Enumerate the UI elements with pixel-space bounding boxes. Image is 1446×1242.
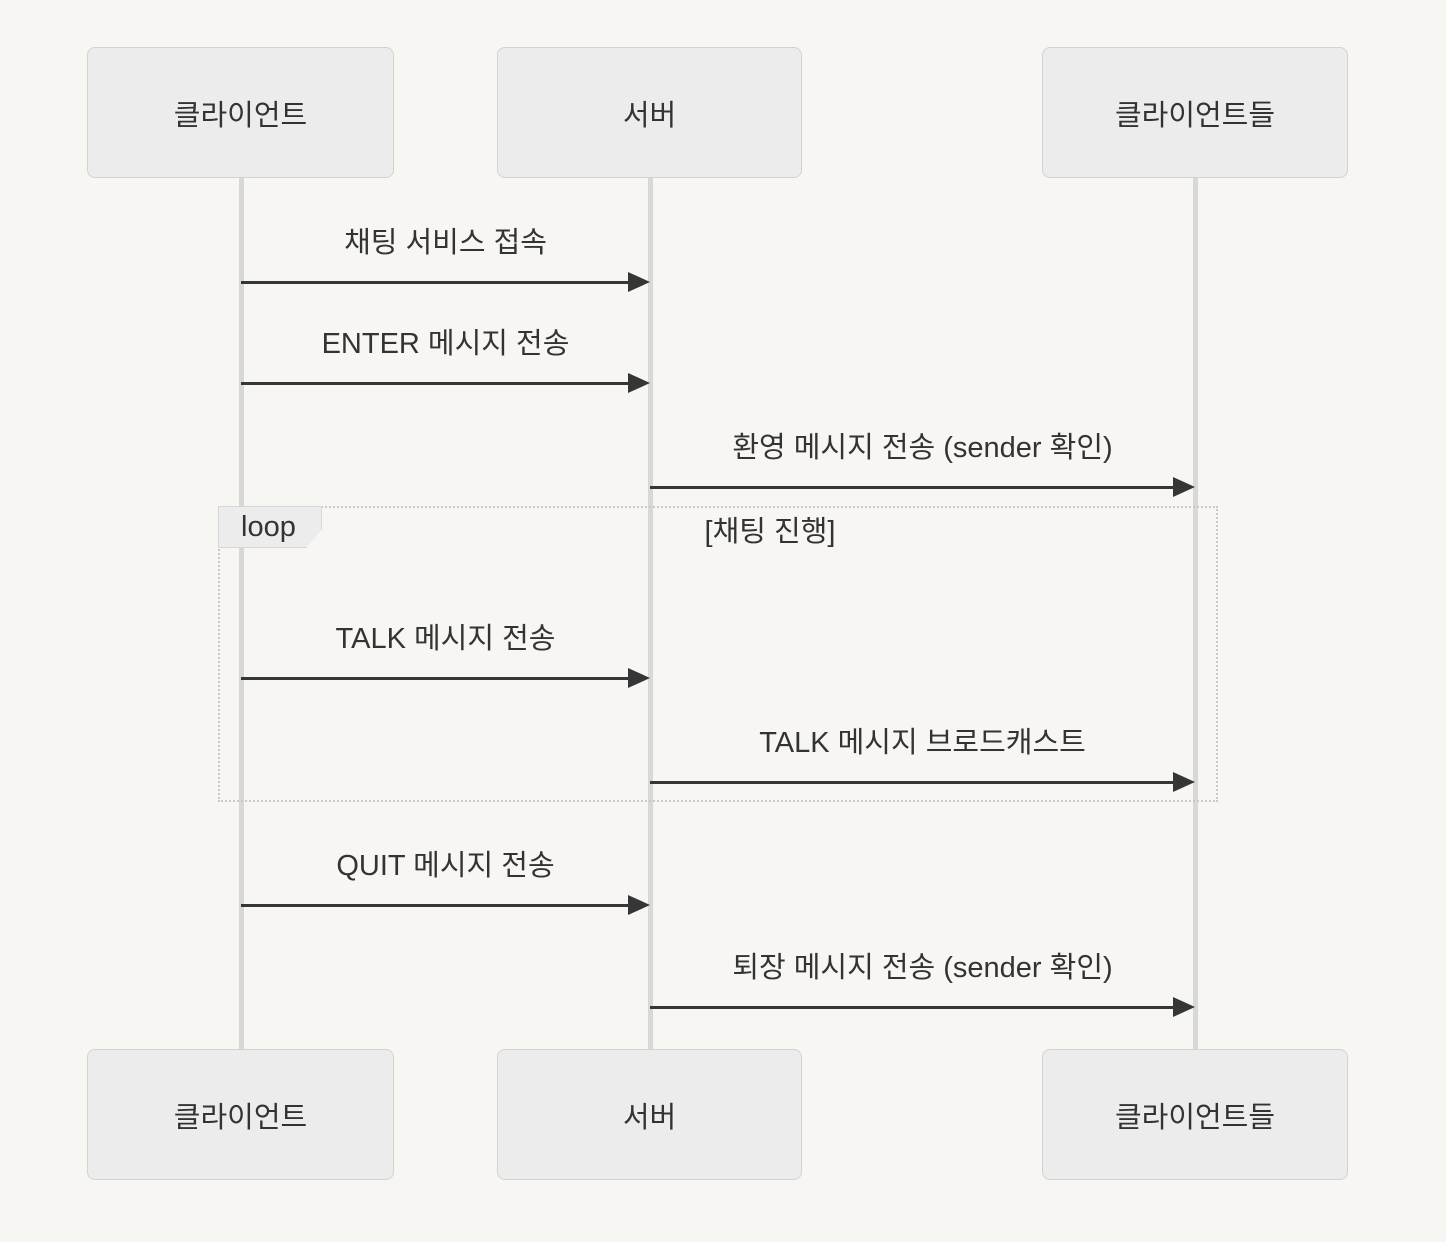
message-enter: ENTER 메시지 전송 (241, 324, 650, 393)
message-label: 환영 메시지 전송 (sender 확인) (732, 432, 1113, 464)
arrowhead-icon (628, 373, 650, 393)
arrow-right-icon (650, 477, 1195, 497)
message-label: QUIT 메시지 전송 (336, 850, 555, 882)
message-talk: TALK 메시지 전송 (241, 619, 650, 688)
lifeline-server (648, 178, 653, 1049)
actor-label: 클라이언트들 (1114, 99, 1276, 132)
loop-frame (218, 506, 1218, 802)
actor-bottom-client: 클라이언트 (87, 1049, 394, 1180)
arrowhead-icon (1173, 772, 1195, 792)
arrow-right-icon (650, 772, 1195, 792)
message-leave: 퇴장 메시지 전송 (sender 확인) (650, 948, 1195, 1017)
arrowhead-icon (628, 895, 650, 915)
actor-label: 클라이언트 (173, 1101, 308, 1134)
message-talk-broadcast: TALK 메시지 브로드캐스트 (650, 723, 1195, 792)
actor-label: 서버 (622, 99, 677, 132)
actor-top-client: 클라이언트 (87, 47, 394, 178)
actor-label: 클라이언트 (173, 99, 308, 132)
arrowhead-icon (628, 272, 650, 292)
arrow-right-icon (241, 895, 650, 915)
actor-bottom-server: 서버 (497, 1049, 802, 1180)
message-label: TALK 메시지 전송 (335, 623, 556, 655)
arrow-right-icon (241, 272, 650, 292)
arrow-right-icon (241, 668, 650, 688)
arrowhead-icon (1173, 477, 1195, 497)
message-quit: QUIT 메시지 전송 (241, 846, 650, 915)
arrowhead-icon (628, 668, 650, 688)
message-label: TALK 메시지 브로드캐스트 (759, 727, 1086, 759)
message-connect: 채팅 서비스 접속 (241, 223, 650, 292)
arrowhead-icon (1173, 997, 1195, 1017)
arrow-right-icon (650, 997, 1195, 1017)
lifeline-clients (1193, 178, 1198, 1049)
message-label: 채팅 서비스 접속 (344, 227, 547, 259)
actor-label: 클라이언트들 (1114, 1101, 1276, 1134)
arrow-right-icon (241, 373, 650, 393)
actor-bottom-clients: 클라이언트들 (1042, 1049, 1348, 1180)
actor-label: 서버 (622, 1101, 677, 1134)
message-label: ENTER 메시지 전송 (321, 328, 570, 360)
actor-top-server: 서버 (497, 47, 802, 178)
message-label: 퇴장 메시지 전송 (sender 확인) (732, 952, 1113, 984)
loop-condition-label: [채팅 진행] (704, 516, 836, 548)
loop-keyword-label: loop (218, 506, 322, 548)
message-welcome: 환영 메시지 전송 (sender 확인) (650, 428, 1195, 497)
actor-top-clients: 클라이언트들 (1042, 47, 1348, 178)
lifeline-client (239, 178, 244, 1049)
